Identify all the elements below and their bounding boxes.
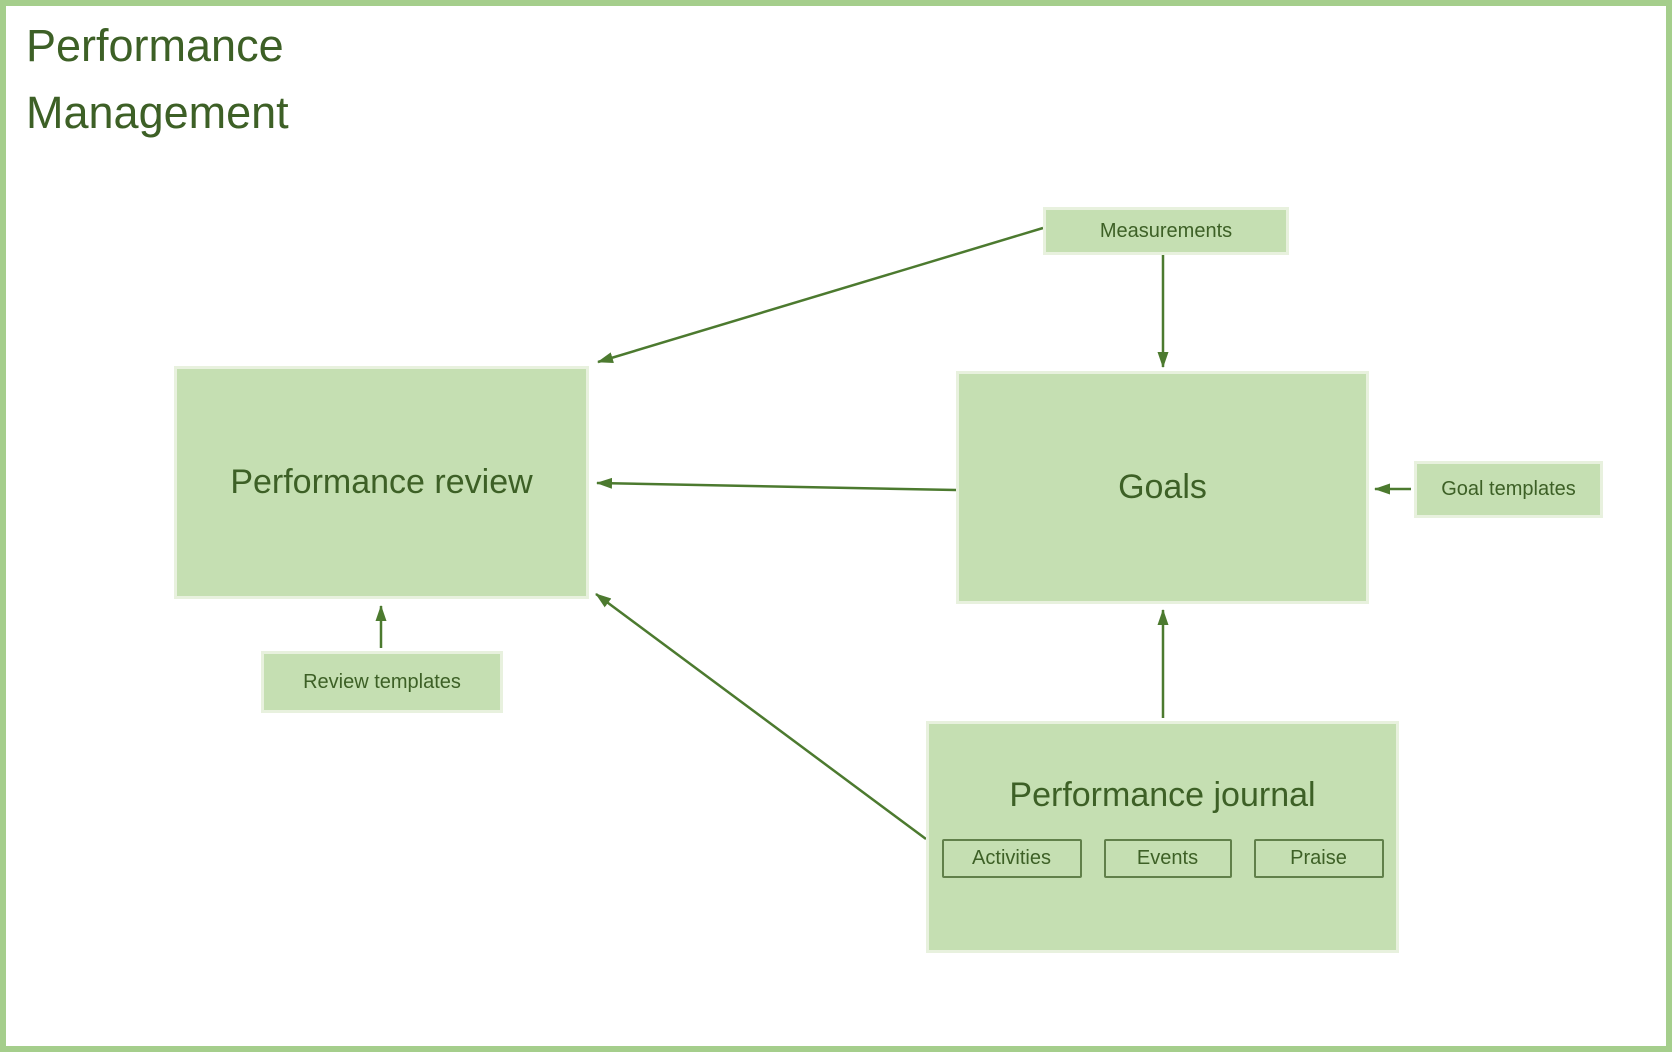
node-performance-journal: Performance journal Activities Events Pr… xyxy=(926,721,1399,953)
connector-measurements-to-performance-review xyxy=(597,226,1044,364)
node-measurements-label: Measurements xyxy=(1099,219,1233,242)
page-title-line1: Performance xyxy=(26,20,284,71)
node-performance-review: Performance review xyxy=(174,366,589,599)
journal-item-activities: Activities xyxy=(941,839,1082,878)
journal-item-events: Events xyxy=(1103,839,1232,878)
node-measurements: Measurements xyxy=(1043,207,1289,255)
node-review-templates: Review templates xyxy=(261,651,503,713)
node-goals: Goals xyxy=(956,371,1369,604)
performance-journal-items: Activities Events Praise xyxy=(941,839,1384,878)
node-goal-templates: Goal templates xyxy=(1414,461,1603,518)
journal-item-praise: Praise xyxy=(1253,839,1384,878)
connector-performance-journal-to-performance-review xyxy=(595,592,927,841)
node-review-templates-label: Review templates xyxy=(303,670,461,693)
node-goal-templates-label: Goal templates xyxy=(1441,478,1576,500)
page-title-line2: Management xyxy=(26,87,289,138)
connector-goals-to-performance-review xyxy=(596,477,957,492)
node-performance-journal-label: Performance journal xyxy=(1009,776,1316,814)
journal-item-events-label: Events xyxy=(1136,847,1199,869)
journal-item-praise-label: Praise xyxy=(1290,847,1347,869)
node-performance-review-label: Performance review xyxy=(230,463,533,501)
journal-item-activities-label: Activities xyxy=(972,847,1051,869)
node-goals-label: Goals xyxy=(1118,468,1207,506)
page-title: Performance Management xyxy=(26,12,289,146)
